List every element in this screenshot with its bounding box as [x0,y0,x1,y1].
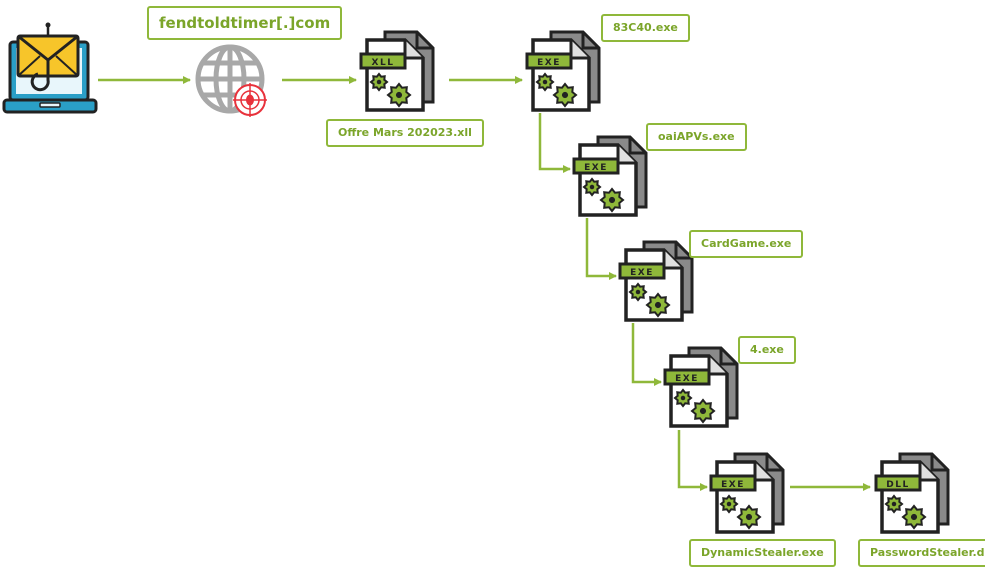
file-type-badge: XLL [372,58,395,68]
file-label-xll: Offre Mars 202023.xll [326,119,484,147]
gear-icon [719,494,762,530]
exe-file-icon: EXE [572,135,648,217]
exe-file-icon: EXE [618,240,694,322]
file-type-badge: DLL [886,480,909,490]
file-label-cardgame: CardGame.exe [689,230,804,258]
phishing-email-laptop-icon [2,22,98,114]
xll-file-icon: XLL [359,30,435,112]
gear-icon [884,494,927,530]
exe-file-icon: EXE [663,346,739,428]
arrow-four-to-dynamic [677,430,708,491]
target-bug-icon [233,83,267,117]
gear-icon [673,388,716,424]
exe-file-icon: EXE [525,30,601,112]
domain-label: fendtoldtimer[.]com [147,6,343,40]
arrow-cardgame-to-four [631,323,662,386]
gear-icon [369,72,412,108]
file-type-badge: EXE [675,374,699,384]
file-label-dynamic: DynamicStealer.exe [689,539,836,567]
gear-icon [582,177,625,213]
file-label-83c40: 83C40.exe [601,14,690,42]
file-label-oaiapvs: oaiAPVs.exe [646,123,747,151]
file-type-badge: EXE [584,163,608,173]
arrow-83c40-to-oaiapvs [538,113,571,173]
malicious-globe-icon [195,44,267,117]
file-type-badge: EXE [630,268,654,278]
file-type-badge: EXE [721,480,745,490]
exe-file-icon: EXE [709,452,785,534]
dll-file-icon: DLL [874,452,950,534]
file-label-password: PasswordStealer.dll [858,539,985,567]
file-type-badge: EXE [537,58,561,68]
file-label-four: 4.exe [738,336,796,364]
gear-icon [628,282,671,318]
arrow-oaiapvs-to-cardgame [585,218,617,280]
gear-icon [535,72,578,108]
